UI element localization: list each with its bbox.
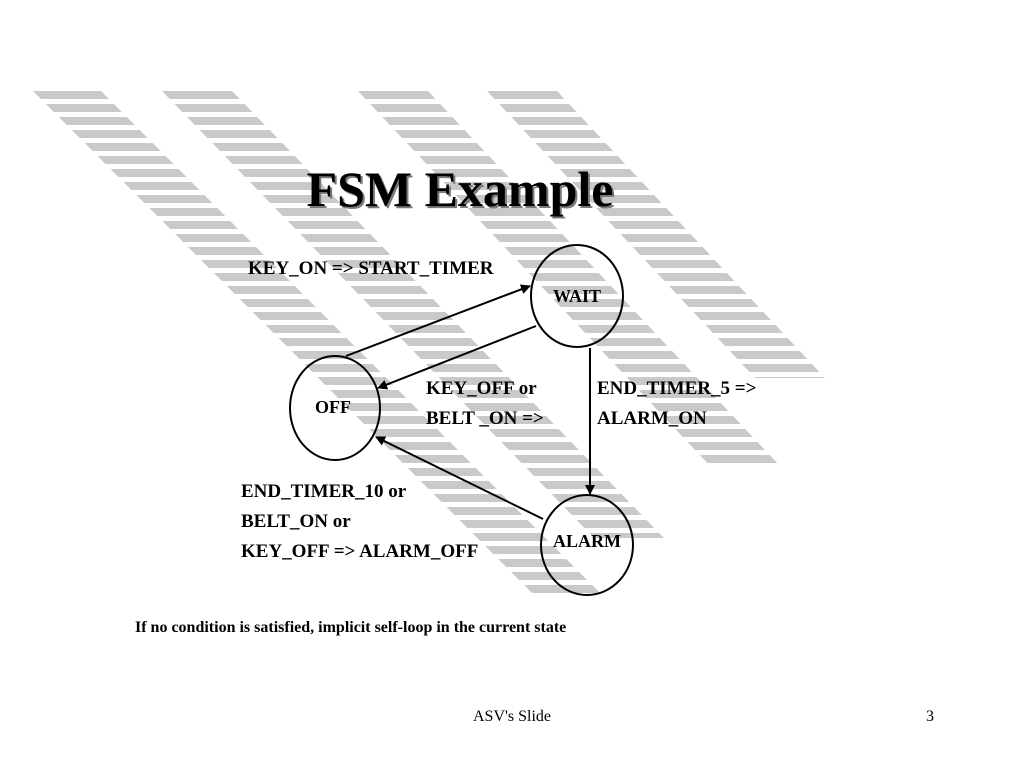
transition-label-off-to-wait: KEY_ON => START_TIMER xyxy=(248,254,494,284)
transition-label-line: BELT_ON or xyxy=(241,511,351,532)
stripe-band-2 xyxy=(162,91,664,538)
stripe-band-4 xyxy=(487,91,825,378)
transition-label-line: END_TIMER_10 or xyxy=(241,481,407,502)
transition-alarm-to-off xyxy=(375,436,544,520)
self-loop-note: If no condition is satisfied, implicit s… xyxy=(135,619,567,636)
footer-text: ASV's Slide xyxy=(472,708,551,725)
transition-label-alarm-to-off: END_TIMER_10 or BELT_ON or KEY_OFF => AL… xyxy=(241,477,478,567)
transition-label-line: KEY_ON => START_TIMER xyxy=(248,258,494,279)
state-alarm-circle xyxy=(540,494,634,596)
transition-label-line: KEY_OFF or xyxy=(426,378,537,399)
state-off: OFF xyxy=(289,355,381,461)
state-wait: WAIT xyxy=(530,244,624,348)
transition-label-line: END_TIMER_5 => xyxy=(597,378,757,399)
transition-off-to-wait xyxy=(345,284,531,357)
state-alarm-label: ALARM xyxy=(553,531,621,551)
state-wait-circle xyxy=(530,244,624,348)
transition-wait-to-off xyxy=(377,325,537,390)
state-wait-label: WAIT xyxy=(553,286,601,306)
stripe-band-1 xyxy=(33,91,605,598)
transition-label-wait-to-alarm: END_TIMER_5 => ALARM_ON xyxy=(597,374,756,434)
state-off-label: OFF xyxy=(315,397,351,417)
page-number: 3 xyxy=(926,708,934,725)
transition-label-line: BELT _ON => xyxy=(426,408,544,429)
state-alarm: ALARM xyxy=(540,494,634,596)
transition-label-line: KEY_OFF => ALARM_OFF xyxy=(241,541,479,562)
state-off-circle xyxy=(289,355,381,461)
transition-label-line: ALARM_ON xyxy=(597,408,707,429)
transition-label-wait-to-off: KEY_OFF or BELT _ON => xyxy=(426,374,544,434)
slide-title: FSM Example xyxy=(306,161,614,217)
stripe-band-3 xyxy=(358,91,780,466)
